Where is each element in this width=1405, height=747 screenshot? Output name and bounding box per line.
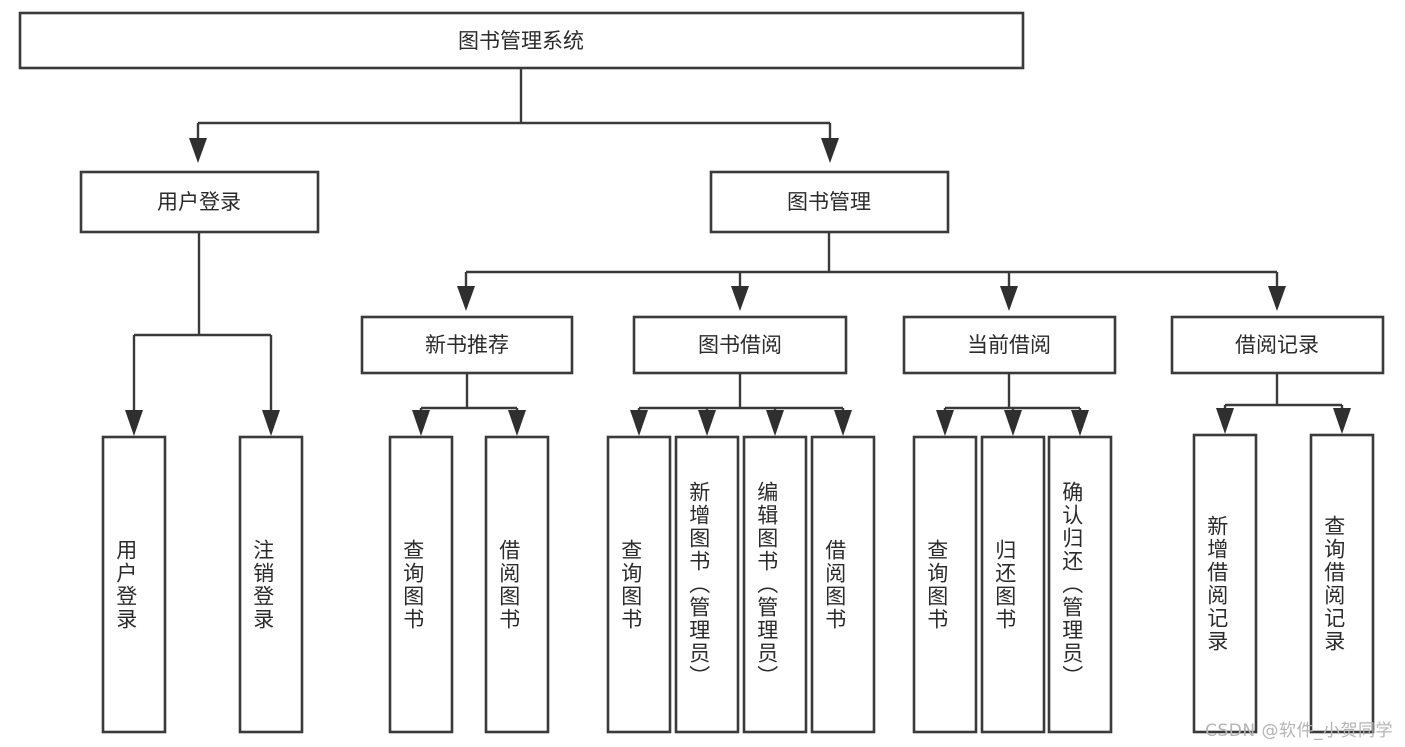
arrow-to-leaf-query-record bbox=[1333, 408, 1351, 434]
connector-user-login-to-leaves bbox=[125, 232, 280, 436]
node-current-borrow-rect[interactable] bbox=[902, 315, 1117, 375]
arrow-to-leaf-add-book bbox=[698, 410, 716, 436]
arrow-to-book-borrow bbox=[731, 286, 749, 311]
watermark-text: CSDN @软件_小贺同学 bbox=[1205, 721, 1393, 741]
arrow-to-leaf-add-record bbox=[1216, 408, 1234, 434]
leaf-query-book-3-rect[interactable] bbox=[912, 435, 978, 734]
arrow-to-leaf-confirm-return bbox=[1071, 410, 1089, 436]
leaf-query-book-2-rect[interactable] bbox=[606, 435, 672, 734]
arrow-to-leaf-logout bbox=[262, 410, 280, 436]
leaf-user-login-rect[interactable] bbox=[101, 435, 167, 734]
node-new-book-recommend[interactable]: 新书推荐 bbox=[360, 315, 574, 375]
arrow-to-leaf-return-book bbox=[1004, 410, 1022, 436]
node-root-rect[interactable] bbox=[18, 11, 1025, 70]
node-book-borrow-label: 图书借阅 bbox=[698, 333, 782, 357]
leaf-query-book-1-rect[interactable] bbox=[388, 435, 454, 734]
node-current-borrow-label: 当前借阅 bbox=[967, 333, 1051, 357]
node-root[interactable]: 图书管理系统 bbox=[18, 11, 1025, 70]
node-root-label: 图书管理系统 bbox=[458, 29, 584, 53]
leaf-return-book-rect[interactable] bbox=[980, 435, 1046, 734]
node-new-book-recommend-label: 新书推荐 bbox=[425, 333, 509, 357]
node-new-book-recommend-rect[interactable] bbox=[360, 315, 574, 375]
leaf-add-record-rect[interactable] bbox=[1192, 433, 1258, 734]
connector-borrow-record-to-leaves bbox=[1216, 373, 1351, 434]
node-user-login-label: 用户登录 bbox=[157, 190, 241, 214]
node-borrow-record-label: 借阅记录 bbox=[1235, 333, 1319, 357]
arrow-to-leaf-user-login bbox=[125, 410, 143, 436]
arrow-to-new-book-recommend bbox=[457, 286, 475, 311]
leaf-borrow-book-2-rect[interactable] bbox=[810, 435, 876, 734]
connector-book-mgmt-to-level3 bbox=[457, 232, 1286, 311]
connector-new-book-recommend-to-leaves bbox=[412, 373, 526, 436]
node-book-borrow[interactable]: 图书借阅 bbox=[632, 315, 848, 375]
node-borrow-record[interactable]: 借阅记录 bbox=[1170, 315, 1385, 375]
node-book-mgmt[interactable]: 图书管理 bbox=[709, 170, 950, 234]
leaf-query-record-rect[interactable] bbox=[1309, 433, 1375, 734]
leaf-logout-rect[interactable] bbox=[238, 435, 304, 734]
connector-book-borrow-to-leaves bbox=[630, 373, 852, 436]
arrow-to-leaf-query-book-2 bbox=[630, 410, 648, 436]
arrow-to-leaf-query-book-1 bbox=[412, 410, 430, 436]
leaf-edit-book-rect[interactable] bbox=[742, 435, 808, 734]
connector-root-to-level2 bbox=[189, 68, 839, 163]
arrow-to-leaf-borrow-book-2 bbox=[834, 410, 852, 436]
node-book-mgmt-label: 图书管理 bbox=[787, 190, 871, 214]
arrow-to-current-borrow bbox=[1000, 286, 1018, 311]
arrow-to-book-mgmt bbox=[821, 138, 839, 163]
leaf-add-book-rect[interactable] bbox=[674, 435, 740, 734]
leaf-confirm-return-rect[interactable] bbox=[1047, 435, 1113, 734]
connector-current-borrow-to-leaves bbox=[936, 373, 1089, 436]
arrow-to-user-login bbox=[189, 138, 207, 163]
node-user-login[interactable]: 用户登录 bbox=[79, 170, 320, 234]
node-user-login-rect[interactable] bbox=[79, 170, 320, 234]
arrow-to-borrow-record bbox=[1268, 286, 1286, 311]
arrow-to-leaf-borrow-book-1 bbox=[508, 410, 526, 436]
node-current-borrow[interactable]: 当前借阅 bbox=[902, 315, 1117, 375]
arrow-to-leaf-edit-book bbox=[766, 410, 784, 436]
leaf-borrow-book-1-rect[interactable] bbox=[484, 435, 550, 734]
arrow-to-leaf-query-book-3 bbox=[936, 410, 954, 436]
